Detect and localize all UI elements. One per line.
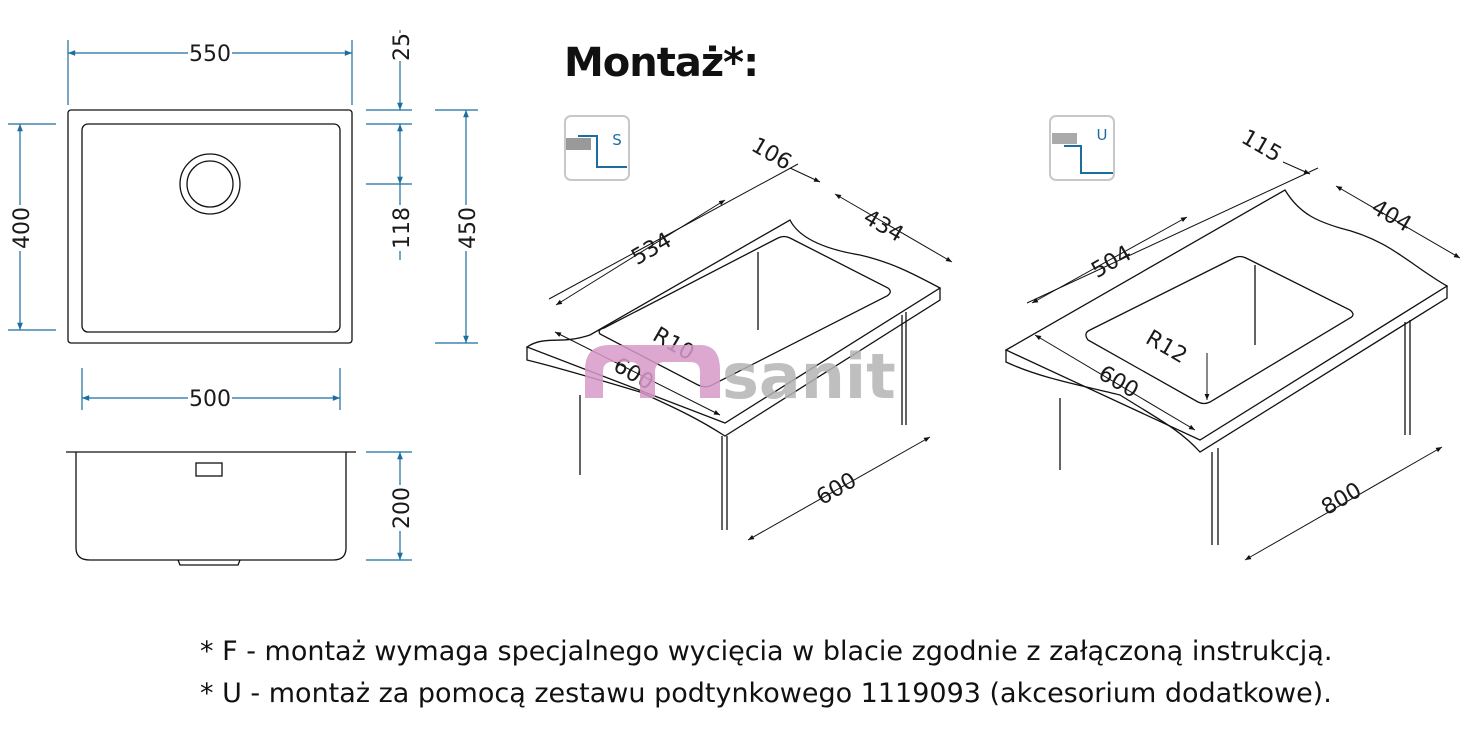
mount-u-dim-115: 115	[1237, 125, 1286, 168]
footnote-f: * F - montaż wymaga specjalnego wycięcia…	[200, 636, 1333, 667]
mount-u-drawing: U 504 115 404 R12 600 800	[1004, 115, 1461, 561]
sink-outer-rim	[67, 109, 353, 344]
sink-bowl	[81, 123, 341, 333]
dim-height: 200	[390, 487, 415, 529]
mount-s-drawing: S 534 106 434 R10 600 600	[525, 115, 953, 541]
dim-depth-outer: 450	[456, 207, 481, 249]
dim-width-inner: 500	[189, 387, 231, 412]
mount-s-icon: S	[564, 115, 630, 181]
footnote-u: * U - montaż za pomocą zestawu podtynkow…	[200, 678, 1332, 709]
dim-depth-inner: 400	[10, 207, 35, 249]
mount-u-icon-label: U	[1097, 126, 1108, 144]
mounting-title: Montaż*:	[564, 40, 759, 86]
dim-edge: 25	[390, 33, 415, 61]
mount-u-dim-404: 404	[1367, 195, 1416, 238]
mount-u-icon: U	[1049, 115, 1115, 181]
mount-s-icon-label: S	[612, 131, 622, 149]
svg-text:sanit: sanit	[722, 340, 896, 413]
mount-s-dim-434: 434	[859, 205, 908, 248]
msanit-watermark-logo: sanit	[585, 340, 896, 413]
dim-width-outer: 550	[189, 42, 231, 67]
mount-s-dim-cabinet: 600	[812, 468, 861, 511]
drain-inner	[186, 160, 234, 208]
mount-u-radius: R12	[1141, 326, 1191, 369]
top-view: 550 400 450 25 118 500	[8, 30, 481, 412]
mount-u-dim-depth: 600	[1094, 361, 1143, 404]
dim-drain-offset: 118	[390, 207, 415, 249]
side-view: 200	[66, 451, 415, 566]
drain-outer	[179, 153, 241, 215]
mount-u-dim-504: 504	[1087, 241, 1136, 284]
